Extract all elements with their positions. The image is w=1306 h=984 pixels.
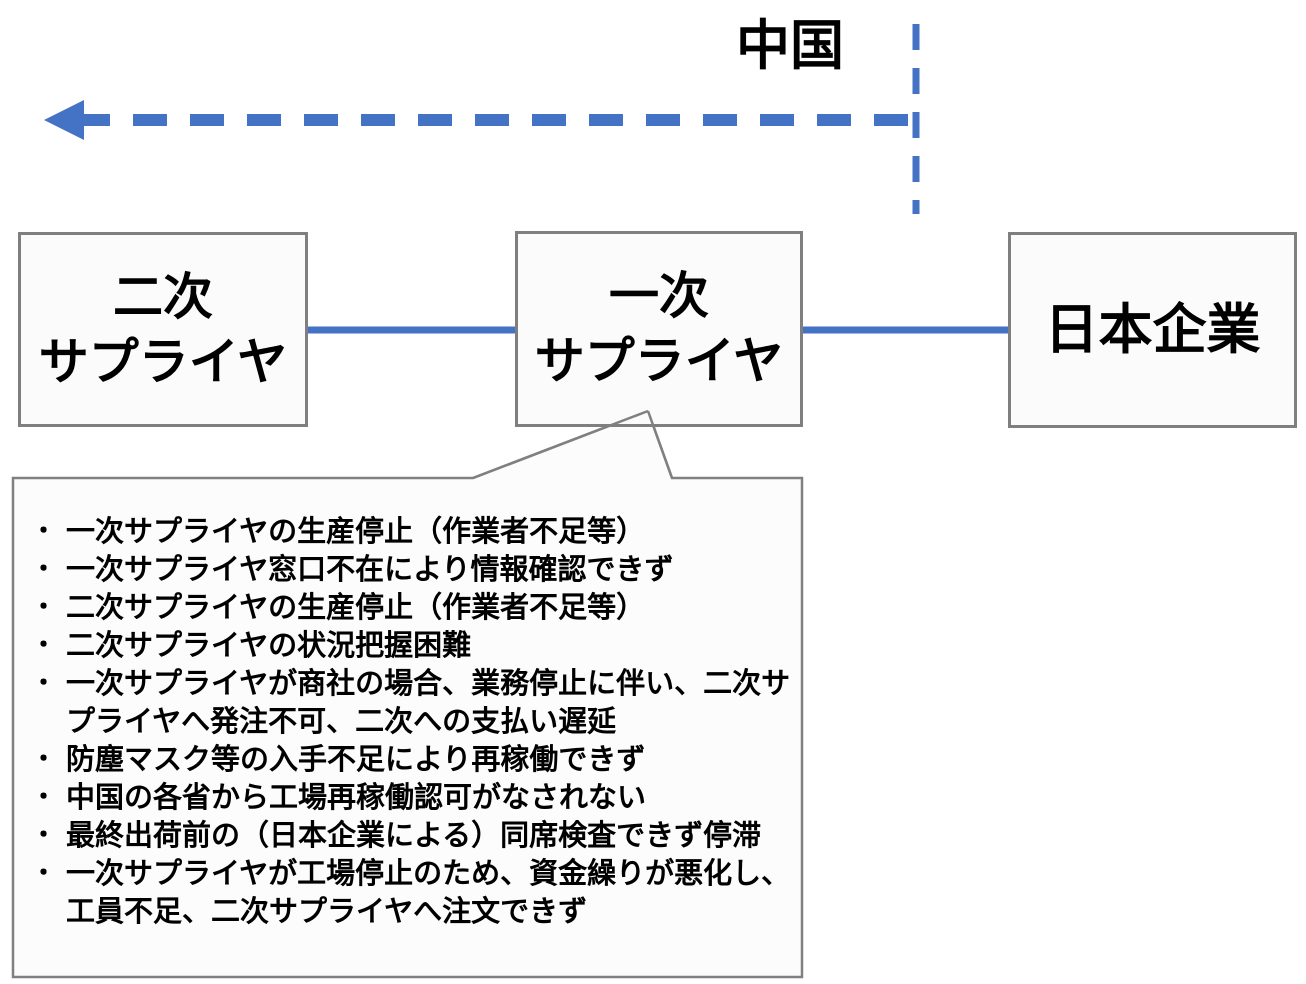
bullet-marker: ・ <box>31 744 57 773</box>
issue-text: 一次サプライヤの生産停止（作業者不足等） <box>66 514 646 548</box>
bullet-marker: ・ <box>31 820 57 849</box>
node-secondary-supplier: 二次 サプライヤ <box>18 232 308 427</box>
issue-text: 最終出荷前の（日本企業による）同席検査できず停滞 <box>66 818 762 852</box>
arrowhead-left-icon <box>44 100 84 140</box>
node-secondary-supplier-label: 二次 サプライヤ <box>38 267 288 391</box>
bullet-marker: ・ <box>31 782 57 811</box>
list-item: ・ 中国の各省から工場再稼働認可がなされない <box>25 778 794 816</box>
issue-text: 中国の各省から工場再稼働認可がなされない <box>66 780 647 814</box>
bullet-marker: ・ <box>31 858 57 887</box>
list-item: ・ 二次サプライヤの状況把握困難 <box>25 626 794 664</box>
node-primary-supplier: 一次 サプライヤ <box>515 231 803 427</box>
node-primary-supplier-label: 一次 サプライヤ <box>534 267 784 390</box>
callout-issues-list: ・ 一次サプライヤの生産停止（作業者不足等） ・ 一次サプライヤ窓口不在により情… <box>13 478 802 977</box>
bullet-marker: ・ <box>31 554 57 583</box>
list-item: ・ 一次サプライヤが商社の場合、業務停止に伴い、二次サプライヤへ発注不可、二次へ… <box>25 664 794 740</box>
bullet-marker: ・ <box>31 668 57 697</box>
issue-text: 防塵マスク等の入手不足により再稼働できず <box>66 742 646 776</box>
list-item: ・ 一次サプライヤが工場停止のため、資金繰りが悪化し、工員不足、二次サプライヤへ… <box>25 854 794 930</box>
list-item: ・ 最終出荷前の（日本企業による）同席検査できず停滞 <box>25 816 794 854</box>
list-item: ・ 一次サプライヤ窓口不在により情報確認できず <box>25 550 794 588</box>
list-item: ・ 一次サプライヤの生産停止（作業者不足等） <box>25 512 794 550</box>
node-japanese-company-label: 日本企業 <box>1044 297 1261 361</box>
china-region-label: 中国 <box>736 14 844 77</box>
list-item: ・ 防塵マスク等の入手不足により再稼働できず <box>25 740 794 778</box>
issue-text: 一次サプライヤが商社の場合、業務停止に伴い、二次サプライヤへ発注不可、二次への支… <box>66 666 791 738</box>
bullet-marker: ・ <box>31 630 57 659</box>
issue-text: 二次サプライヤの状況把握困難 <box>66 628 472 662</box>
node-japanese-company: 日本企業 <box>1008 232 1297 428</box>
issue-text: 二次サプライヤの生産停止（作業者不足等） <box>66 590 646 624</box>
issue-text: 一次サプライヤが工場停止のため、資金繰りが悪化し、工員不足、二次サプライヤへ注文… <box>66 856 791 928</box>
bullet-marker: ・ <box>31 516 57 545</box>
issue-text: 一次サプライヤ窓口不在により情報確認できず <box>66 552 674 586</box>
list-item: ・ 二次サプライヤの生産停止（作業者不足等） <box>25 588 794 626</box>
bullet-marker: ・ <box>31 592 57 621</box>
